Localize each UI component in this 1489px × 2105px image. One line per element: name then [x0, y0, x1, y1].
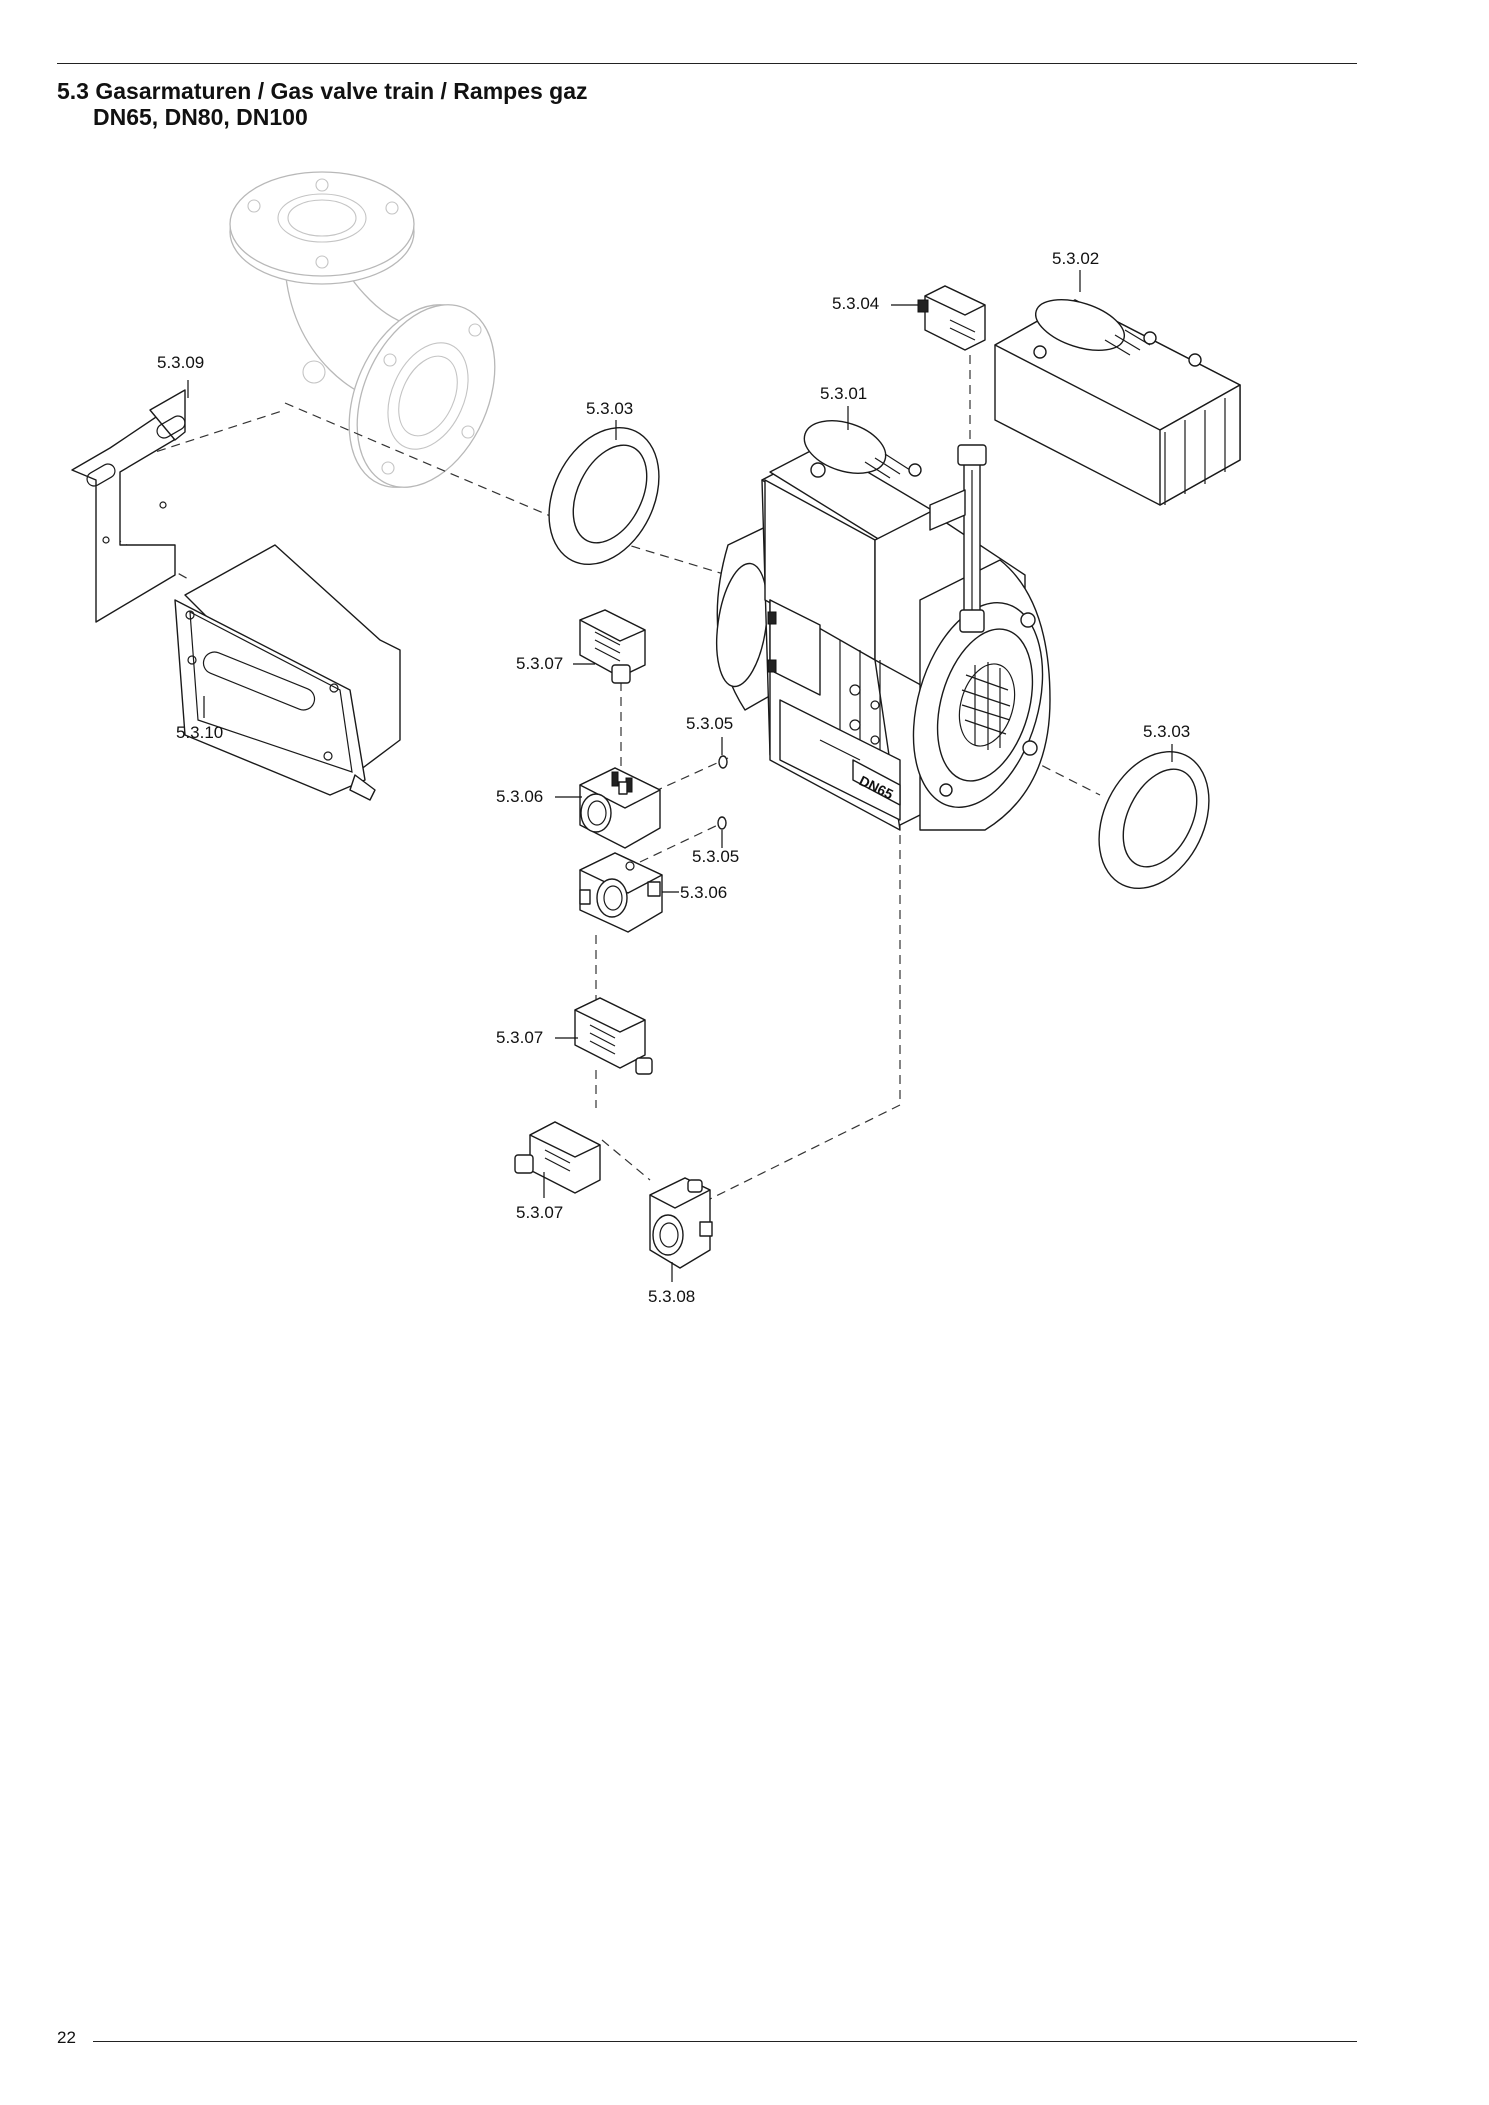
page-title: 5.3 Gasarmaturen / Gas valve train / Ram…	[57, 78, 588, 104]
leader-lines	[187, 270, 1173, 1282]
bottom-rule	[93, 2041, 1357, 2042]
gasket-outlet	[1098, 750, 1210, 890]
callout-5.3.07-middle: 5.3.07	[496, 1028, 543, 1047]
callout-5.3.02: 5.3.02	[1052, 249, 1099, 268]
o-rings	[717, 755, 728, 830]
callout-5.3.04: 5.3.04	[832, 294, 879, 313]
housing-cover	[174, 544, 401, 801]
page-subtitle: DN65, DN80, DN100	[93, 104, 308, 130]
actuator-cover	[994, 299, 1241, 506]
gasket-inlet	[548, 426, 660, 566]
top-rule	[57, 63, 1357, 64]
callout-5.3.05-upper: 5.3.05	[686, 714, 733, 733]
callout-5.3.08: 5.3.08	[648, 1287, 695, 1306]
callout-5.3.03-inlet: 5.3.03	[586, 399, 633, 418]
callout-5.3.10: 5.3.10	[176, 723, 223, 742]
callout-5.3.05-lower: 5.3.05	[692, 847, 739, 866]
ghost-elbow-flange	[229, 171, 496, 488]
coil-lower	[579, 852, 663, 933]
bracket	[71, 389, 186, 623]
callout-5.3.09: 5.3.09	[157, 353, 204, 372]
connector-middle	[574, 997, 653, 1075]
pressure-switch-plug	[917, 285, 986, 351]
callout-5.3.01: 5.3.01	[820, 384, 867, 403]
page-number: 22	[57, 2028, 76, 2047]
callout-5.3.07-upper: 5.3.07	[516, 654, 563, 673]
coil-upper	[579, 767, 661, 849]
connector-upper	[579, 609, 646, 684]
callout-5.3.07-lower: 5.3.07	[516, 1203, 563, 1222]
coil-bottom	[649, 1177, 713, 1269]
valve-body: DN65	[716, 420, 1051, 831]
callout-5.3.06-upper: 5.3.06	[496, 787, 543, 806]
callout-5.3.06-lower: 5.3.06	[680, 883, 727, 902]
connector-lower	[514, 1121, 601, 1194]
callout-5.3.03-outlet: 5.3.03	[1143, 722, 1190, 741]
